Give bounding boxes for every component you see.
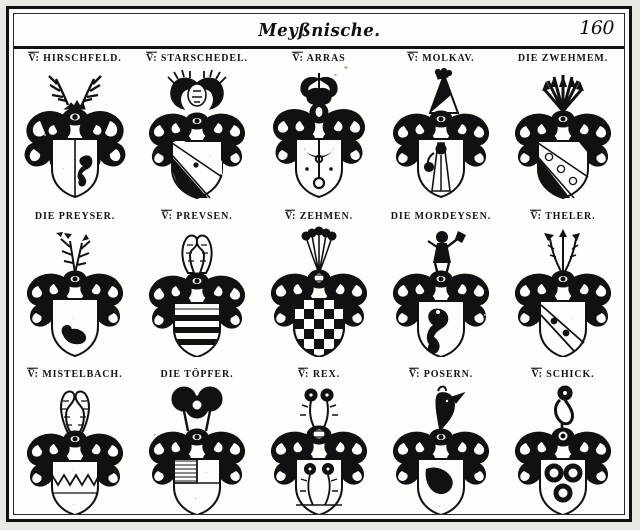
von-abbrev: V̅: xyxy=(292,51,304,65)
svg-text:.: . xyxy=(572,316,573,321)
svg-text:.: . xyxy=(210,154,211,159)
arms-cell-starschedel[interactable]: V̅: STARSCHEDEL. xyxy=(136,49,258,207)
arms-grid: V̅: HIRSCHFELD. xyxy=(14,49,624,514)
svg-text:.: . xyxy=(428,178,429,183)
coat-of-arms-topfer: . . xyxy=(149,386,245,514)
arms-name: ZEHMEN. xyxy=(299,210,354,223)
page-header: Meyßnische. 160 xyxy=(14,14,624,49)
arms-cell-zwehmem[interactable]: DIE ZWEHMEM. xyxy=(502,49,624,207)
arms-row: DIE PREYSER. xyxy=(14,207,624,365)
arms-name: REX. xyxy=(312,368,341,381)
arms-cell-prevsen[interactable]: V̅: PREVSEN. xyxy=(136,207,258,365)
page-number: 160 xyxy=(579,17,614,39)
svg-text:.: . xyxy=(195,495,197,501)
arms-label: V̅: THELER. xyxy=(530,209,596,223)
von-abbrev: V̅: xyxy=(27,367,39,381)
von-abbrev: V̅: xyxy=(531,367,543,381)
arms-cell-arras[interactable]: V̅: ARRAS xyxy=(258,49,380,207)
arms-name: MOLKAV. xyxy=(422,52,475,65)
svg-text:.: . xyxy=(73,468,74,473)
arms-label: V̅: ARRAS xyxy=(292,51,346,65)
svg-text:.: . xyxy=(63,166,64,171)
von-abbrev: V̅: xyxy=(530,209,542,223)
arms-label: V̅: MOLKAV. xyxy=(407,51,475,65)
coat-of-arms-theler: . xyxy=(515,229,611,357)
arms-cell-posern[interactable]: V̅: POSERN. xyxy=(380,365,502,514)
arms-name: DIE PREYSER. xyxy=(34,210,116,223)
coat-of-arms-hirschfeld: . xyxy=(24,75,126,199)
von-abbrev: V̅: xyxy=(161,209,173,223)
arms-name: DIE MORDEYSEN. xyxy=(390,210,492,223)
arms-cell-zehmen[interactable]: V̅: ZEHMEN. xyxy=(258,207,380,365)
von-abbrev: V̅: xyxy=(407,51,419,65)
coat-of-arms-zehmen xyxy=(271,226,367,357)
svg-text:.: . xyxy=(439,504,440,509)
arms-cell-molkav[interactable]: V̅: MOLKAV. xyxy=(380,49,502,207)
arms-label: V̅: HIRSCHFELD. xyxy=(28,51,122,65)
coat-of-arms-rex xyxy=(271,388,367,514)
von-abbrev: V̅: xyxy=(28,51,40,65)
page-frame-outer: Meyßnische. 160 V̅: HIRSCHFELD. xyxy=(6,6,632,522)
arms-label: DIE PREYSER. xyxy=(35,211,115,223)
coat-of-arms-molkav: . . xyxy=(393,67,489,199)
svg-text:.: . xyxy=(206,470,207,475)
svg-text:.: . xyxy=(73,316,74,321)
arms-name: MISTELBACH. xyxy=(42,368,123,381)
von-abbrev: V̅: xyxy=(297,367,310,381)
arms-cell-topfer[interactable]: DIE TÖPFER. xyxy=(136,365,258,514)
arms-name: DIE ZWEHMEM. xyxy=(517,52,609,65)
arms-label: V̅: ZEHMEN. xyxy=(284,209,354,223)
coat-of-arms-zwehmem: . xyxy=(515,75,611,199)
arms-cell-mordeysen[interactable]: DIE MORDEYSEN. xyxy=(380,207,502,365)
page-title: Meyßnische. xyxy=(257,19,381,41)
arms-cell-rex[interactable]: V̅: REX. xyxy=(258,365,380,514)
arms-cell-hirschfeld[interactable]: V̅: HIRSCHFELD. xyxy=(14,49,136,207)
svg-text:.: . xyxy=(73,502,74,507)
coat-of-arms-preyser: . xyxy=(27,232,123,357)
arms-label: V̅: PREVSEN. xyxy=(161,209,233,223)
arms-label: DIE ZWEHMEM. xyxy=(518,53,608,65)
arms-label: V̅: STARSCHEDEL. xyxy=(146,51,248,65)
von-abbrev: V̅: xyxy=(408,367,421,381)
arms-name: POSERN. xyxy=(423,368,474,381)
coat-of-arms-posern: . xyxy=(393,385,489,514)
arms-label: V̅: REX. xyxy=(297,367,341,381)
coat-of-arms-starschedel: . xyxy=(149,69,245,199)
von-abbrev: V̅: xyxy=(146,51,158,65)
arms-name: THELER. xyxy=(545,210,596,223)
coat-of-arms-mordeysen xyxy=(393,230,489,357)
arms-label: V̅: POSERN. xyxy=(408,367,474,381)
coat-of-arms-arras xyxy=(273,73,365,199)
arms-row: V̅: HIRSCHFELD. xyxy=(14,49,624,207)
svg-text:.: . xyxy=(560,186,561,191)
arms-label: V̅: MISTELBACH. xyxy=(27,367,123,381)
svg-text:.: . xyxy=(452,178,453,183)
svg-text:.: . xyxy=(545,486,546,491)
arms-name: STARSCHEDEL. xyxy=(160,52,248,65)
page-frame-inner: Meyßnische. 160 V̅: HIRSCHFELD. xyxy=(13,13,625,515)
arms-name: HIRSCHFELD. xyxy=(43,52,122,65)
arms-name: SCHICK. xyxy=(546,368,595,381)
arms-cell-theler[interactable]: V̅: THELER. xyxy=(502,207,624,365)
coat-of-arms-mistelbach: . . xyxy=(27,390,123,514)
arms-row: V̅: MISTELBACH. xyxy=(14,365,624,514)
coat-of-arms-prevsen xyxy=(149,234,245,357)
arms-label: DIE MORDEYSEN. xyxy=(391,211,491,223)
arms-cell-preyser[interactable]: DIE PREYSER. xyxy=(14,207,136,365)
arms-cell-schick[interactable]: V̅: SCHICK. xyxy=(502,365,624,514)
coat-of-arms-schick: . xyxy=(515,385,611,514)
arms-name: PREVSEN. xyxy=(176,210,233,223)
arms-name: DIE TÖPFER. xyxy=(160,368,234,381)
arms-name: ARRAS xyxy=(306,52,346,65)
von-abbrev: V̅: xyxy=(284,209,297,223)
arms-label: V̅: SCHICK. xyxy=(531,367,595,381)
arms-label: DIE TÖPFER. xyxy=(160,369,233,381)
arms-cell-mistelbach[interactable]: V̅: MISTELBACH. xyxy=(14,365,136,514)
